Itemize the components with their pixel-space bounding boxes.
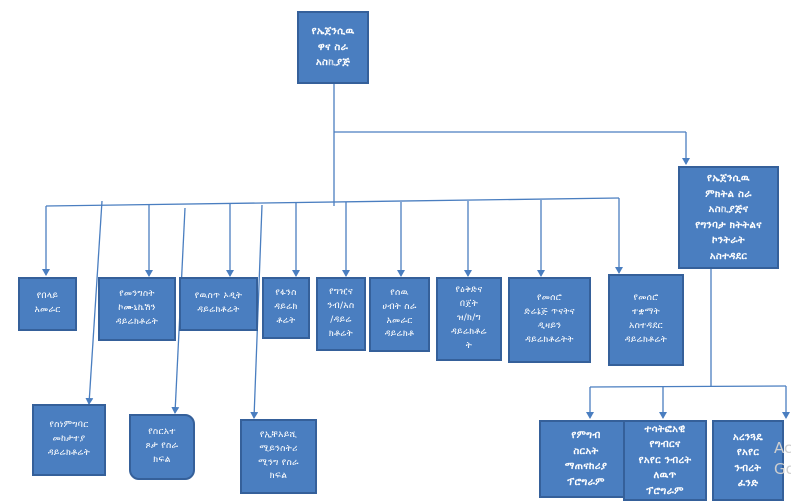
directorate-label-4: የፋንስ ዳይሬክ ቶሬት <box>274 288 298 326</box>
deputy-label: የኤጀንሲዉ ምክትል ስራ አስኪያጅና የግንባታ ክትትልና ኮንትራት … <box>695 173 762 262</box>
directorate-box-9: የመሰሮ ተቋማት አስተዳደር ዳይሬክቶሬት <box>608 274 684 366</box>
ceo-box: የኤጀንሲዉ ዋና ስራ አስኪያጅ <box>297 11 369 84</box>
ethics-unit-label: የስነምግባር መከታተያ ዳይሬክቶሬት <box>47 420 91 458</box>
directorate-label-5: የግዢና ንብ/አስ /ዳይሬ ክቶሬት <box>327 287 355 339</box>
directorate-label-3: የዉስጥ ኦዲት ዳይሬክቶሬት <box>194 291 243 315</box>
directorate-box-3: የዉስጥ ኦዲት ዳይሬክቶሬት <box>179 277 258 331</box>
program-box-2: ተሳትፎአዊ የግብርና የአየር ንብረት ለዉጥ ፕሮግራም <box>623 420 707 501</box>
program-label-1: የምግብ ስርአት ማጠናከሪያ ፕሮግራም <box>564 430 608 488</box>
directorate-box-5: የግዢና ንብ/አስ /ዳይሬ ክቶሬት <box>316 277 366 351</box>
directorate-label-8: የመሰሮ ድሬኔጅ ጥናትና ዲዛይን ዳይሬክቶሬትት <box>524 293 575 345</box>
program-box-3: አረንጓዴ የአየር ንብረት ፈንድ <box>712 420 784 501</box>
deputy-box: የኤጀንሲዉ ምክትል ስራ አስኪያጅና የግንባታ ክትትልና ኮንትራት … <box>678 166 779 269</box>
directorate-box-7: የዕቅድና በጀት ዝ/ክ/ግ ዳይሬክቶሬ ት <box>436 277 502 361</box>
program-box-1: የምግብ ስርአት ማጠናከሪያ ፕሮግራም <box>539 420 633 498</box>
directorate-box-2: የመንግስት ኮሙኒኬሽን ዳይሬክቶሬት <box>98 277 176 341</box>
hiv-unit-label: የኢቸአይሺ ሚይንስትሪ ሚንግ የስራ ክፍል <box>258 429 299 482</box>
ceo-label: የኤጀንሲዉ ዋና ስራ አስኪያጅ <box>311 26 355 69</box>
directorate-label-2: የመንግስት ኮሙኒኬሽን ዳይሬክቶሬት <box>115 289 159 327</box>
directorate-box-4: የፋንስ ዳይሬክ ቶሬት <box>262 277 310 339</box>
directorate-box-8: የመሰሮ ድሬኔጅ ጥናትና ዲዛይን ዳይሬክቶሬትት <box>508 277 591 363</box>
directorate-label-6: የሰዉ ሀብት ስራ አመራር ዳይሬክቶ <box>382 287 417 340</box>
activation-watermark: Ac Go <box>774 439 791 478</box>
directorate-label-7: የዕቅድና በጀት ዝ/ክ/ግ ዳይሬክቶሬ ት <box>451 285 487 351</box>
program-label-3: አረንጓዴ የአየር ንብረት ፈንድ <box>732 431 764 490</box>
directorate-box-1: የበላይ አመራር <box>18 277 77 331</box>
directorate-box-6: የሰዉ ሀብት ስራ አመራር ዳይሬክቶ <box>369 277 430 352</box>
gender-unit-label: የስርአተ ጾታ የስራ ክፍል <box>145 427 179 465</box>
hiv-unit-box: የኢቸአይሺ ሚይንስትሪ ሚንግ የስራ ክፍል <box>240 419 317 494</box>
directorate-label-1: የበላይ አመራር <box>34 291 61 315</box>
gender-unit-box: የስርአተ ጾታ የስራ ክፍል <box>129 414 195 480</box>
directorate-label-9: የመሰሮ ተቋማት አስተዳደር ዳይሬክቶሬት <box>624 293 668 345</box>
program-label-2: ተሳትፎአዊ የግብርና የአየር ንብረት ለዉጥ ፕሮግራም <box>638 423 692 497</box>
ethics-unit-box: የስነምግባር መከታተያ ዳይሬክቶሬት <box>32 404 106 476</box>
